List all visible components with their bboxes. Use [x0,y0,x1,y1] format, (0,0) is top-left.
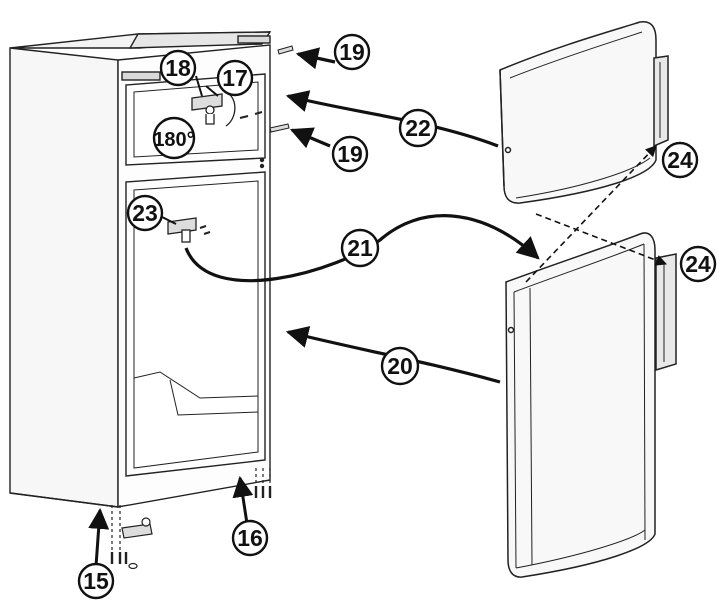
callout-16-text: 16 [237,525,263,551]
callout-19-lower-text: 19 [337,141,363,167]
callout-23-text: 23 [132,200,158,226]
callout-180: 180° [152,116,196,160]
fridge-cabinet [9,31,272,508]
callout-18: 18 [159,49,197,87]
hinge-pins [269,45,294,133]
callout-15: 15 [77,562,115,600]
callout-23: 23 [126,194,164,232]
callout-24-lower: 24 [679,245,717,283]
callout-19-upper-text: 19 [339,39,365,65]
callout-15-text: 15 [83,568,109,594]
callout-17-text: 17 [222,65,248,91]
arrows [88,47,668,567]
middle-hinge [167,217,211,243]
fridge-door [505,232,677,578]
callout-24-lower-text: 24 [685,251,711,277]
callout-24-upper: 24 [661,141,699,179]
callout-22-text: 22 [405,115,431,141]
bottom-hinge [110,505,153,570]
freezer-door [499,20,669,204]
callout-21: 21 [340,228,380,268]
callout-24-upper-text: 24 [667,147,693,173]
callout-18-text: 18 [165,55,191,81]
callout-180-text: 180° [153,129,194,151]
callout-19-lower: 19 [331,135,369,173]
callout-20-text: 20 [387,353,413,379]
callout-19-upper: 19 [333,33,371,71]
callout-17: 17 [216,59,254,97]
callout-22: 22 [398,108,438,148]
callout-21-text: 21 [347,235,373,261]
callout-16: 16 [231,519,269,557]
callout-20: 20 [380,346,420,386]
upper-hinge [191,91,263,127]
foot-screws [254,468,272,498]
